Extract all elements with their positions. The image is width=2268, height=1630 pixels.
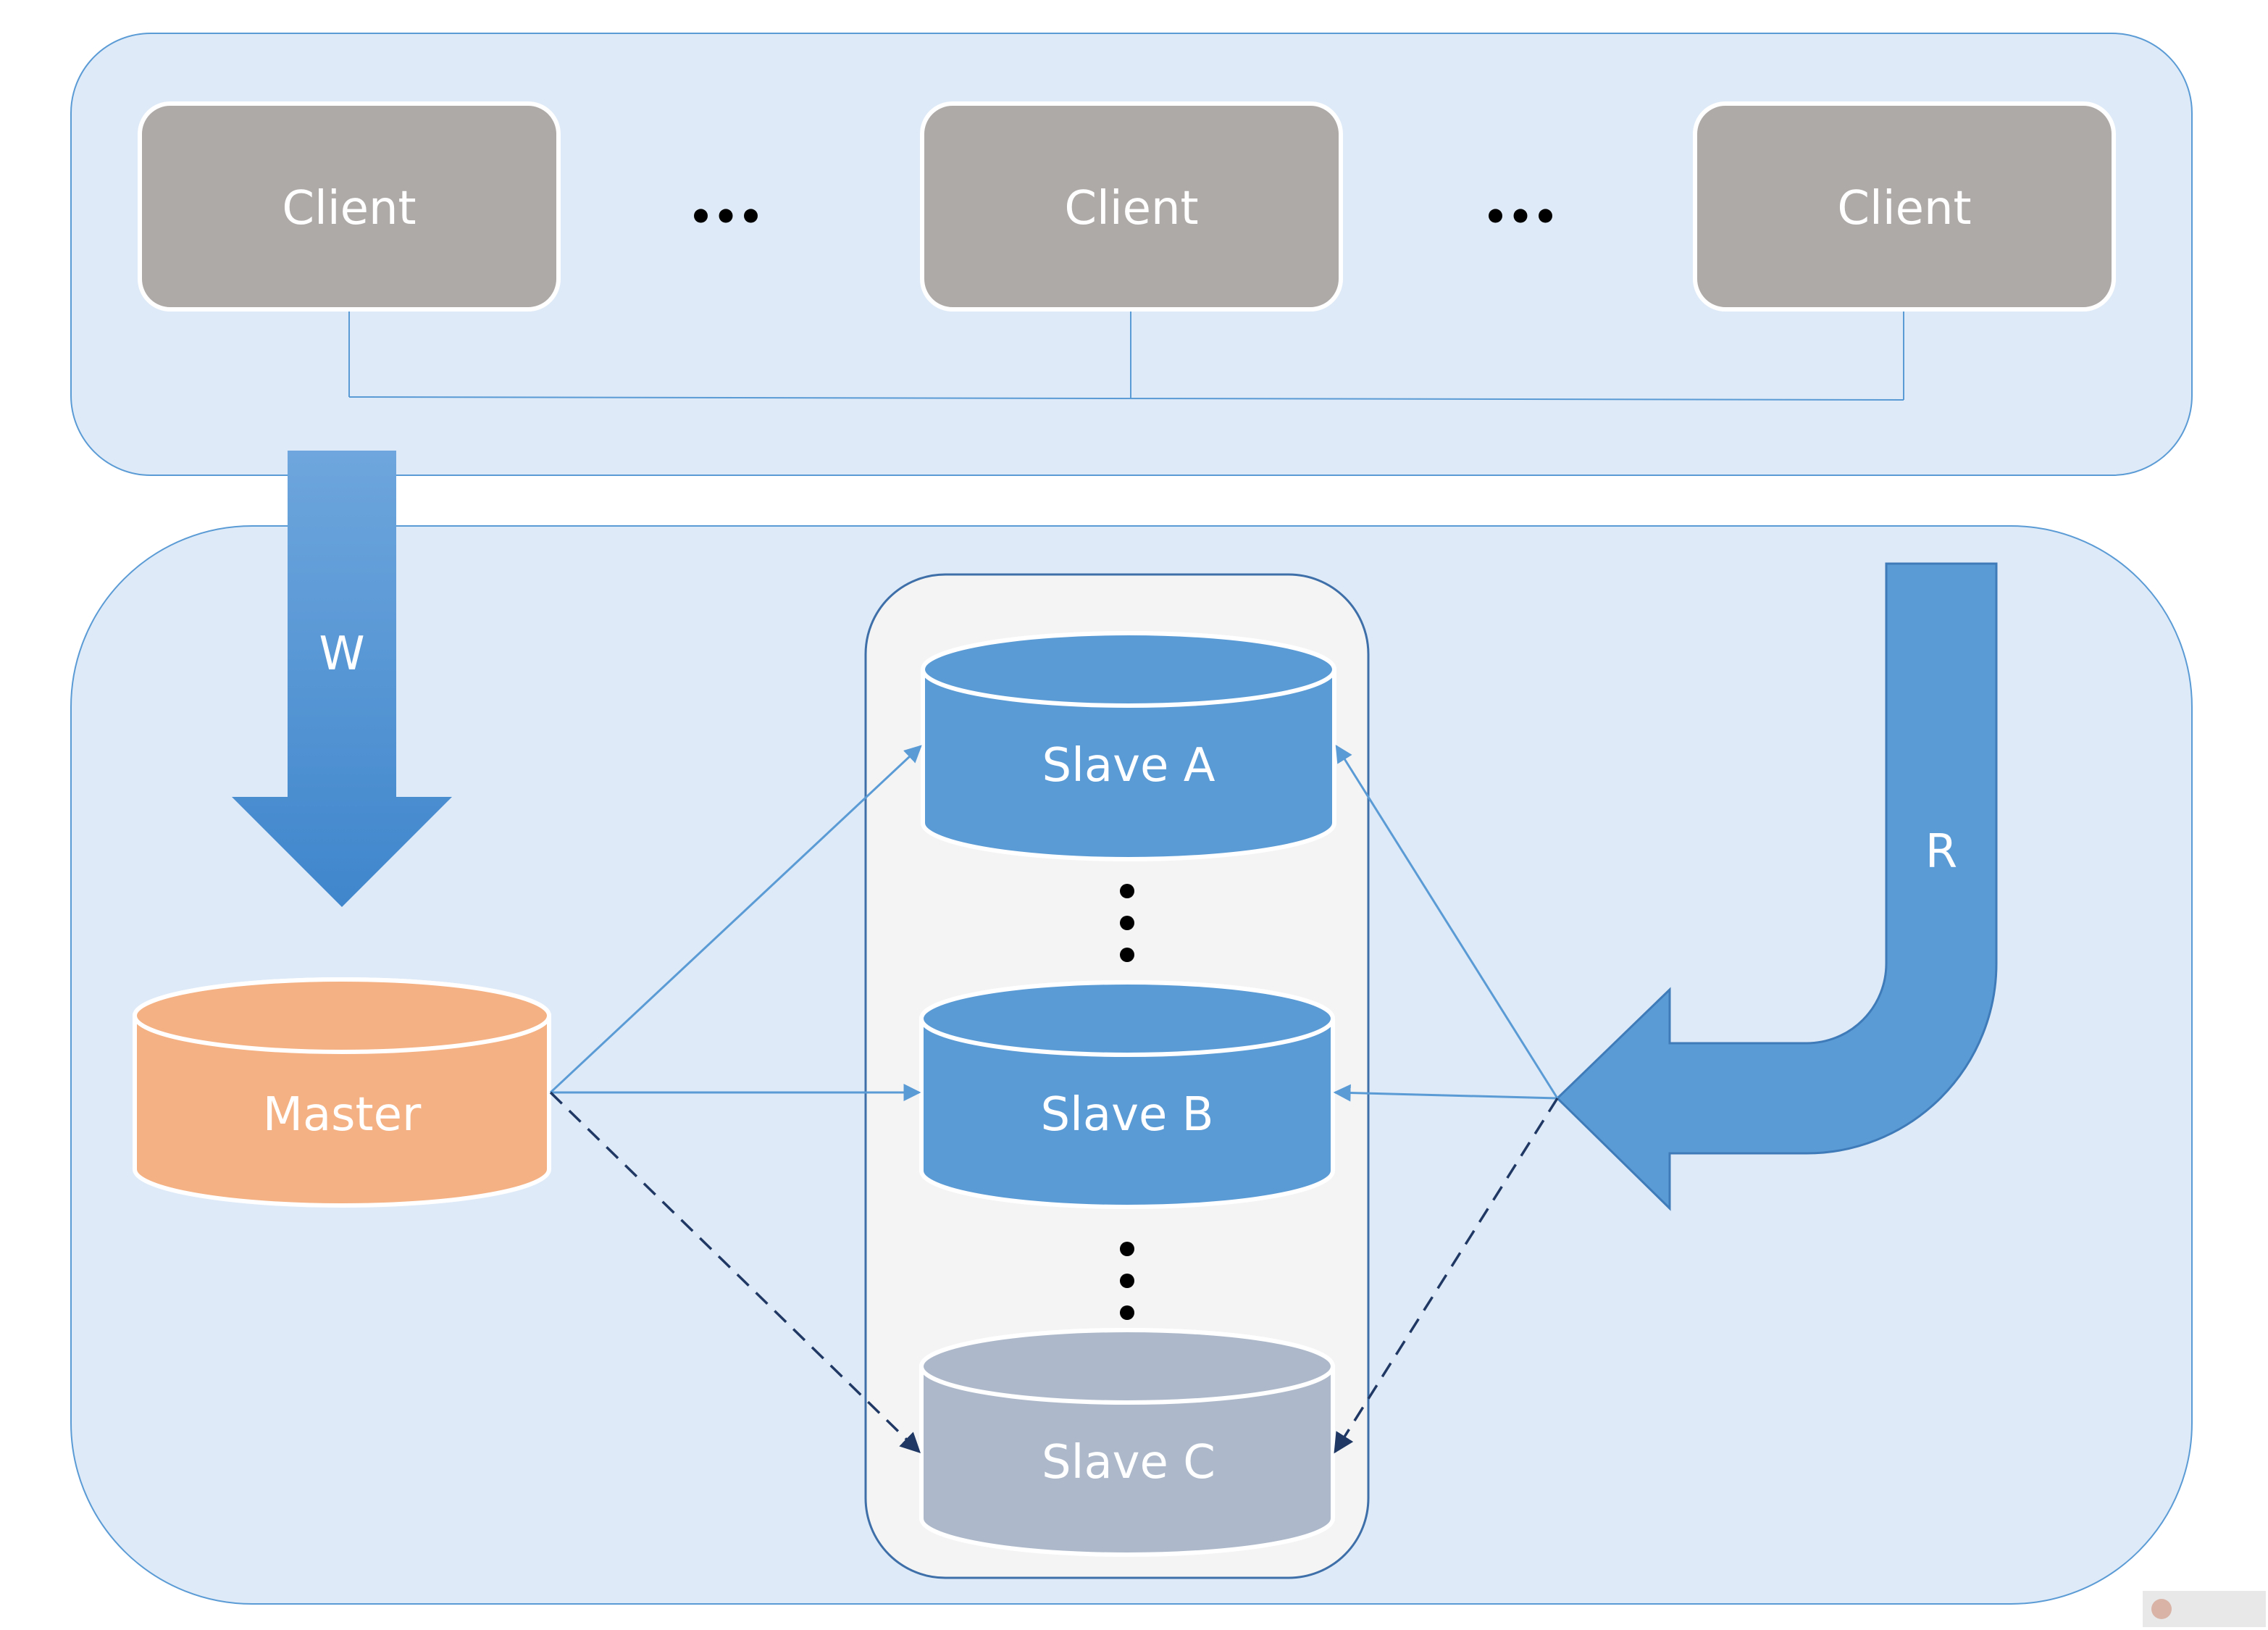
- client-label: Client: [282, 182, 416, 235]
- watermark-badge: [2143, 1591, 2266, 1627]
- read-lines: [1333, 744, 1559, 1454]
- read-to-slave-c-dashed-line: [1334, 1098, 1559, 1454]
- master-cylinder-top: [133, 977, 551, 1054]
- slave-cylinder-top: [921, 631, 1336, 708]
- master-node: Master: [133, 977, 551, 1208]
- slave-label: Slave C: [1042, 1436, 1215, 1489]
- slave-label: Slave B: [1040, 1088, 1213, 1142]
- client-box-icon: [920, 101, 1343, 312]
- client-box-icon: [1693, 101, 2116, 312]
- client-connector-lines: [348, 309, 1904, 401]
- vertical-ellipsis-2: [1120, 1242, 1134, 1320]
- slave-node-b: Slave B: [919, 980, 1335, 1209]
- client-separator-ellipsis: •••: [1483, 194, 1558, 240]
- block-arrow-down-icon: [232, 451, 452, 907]
- client-label: Client: [1837, 182, 1971, 235]
- write-arrow-label: W: [319, 627, 364, 681]
- block-arrow-bent-left-icon: [1555, 562, 1998, 1211]
- read-to-slave-a-line: [1335, 744, 1559, 1099]
- client-node-3: Client: [1693, 101, 2116, 312]
- replication-lines: [549, 745, 922, 1453]
- slave-cylinder-top: [919, 980, 1335, 1057]
- read-arrow: R: [1555, 562, 1998, 1211]
- slave-node-a: Slave A: [921, 631, 1336, 861]
- vertical-ellipsis-1: [1120, 884, 1134, 962]
- master-label: Master: [263, 1088, 422, 1142]
- read-arrow-label: R: [1925, 825, 1957, 879]
- read-to-slave-b-line: [1333, 1084, 1558, 1102]
- master-to-slave-a-line: [549, 745, 922, 1094]
- slave-label: Slave A: [1042, 739, 1215, 793]
- slave-cylinder-top: [919, 1328, 1335, 1405]
- client-separator-ellipsis: •••: [688, 194, 763, 240]
- slave-node-c: Slave C: [919, 1328, 1335, 1557]
- master-to-slave-c-dashed-line: [549, 1091, 921, 1453]
- client-box-icon: [138, 101, 561, 312]
- client-node-1: Client: [138, 101, 561, 312]
- client-label: Client: [1064, 182, 1198, 235]
- write-arrow: W: [232, 451, 452, 907]
- client-node-2: Client: [920, 101, 1343, 312]
